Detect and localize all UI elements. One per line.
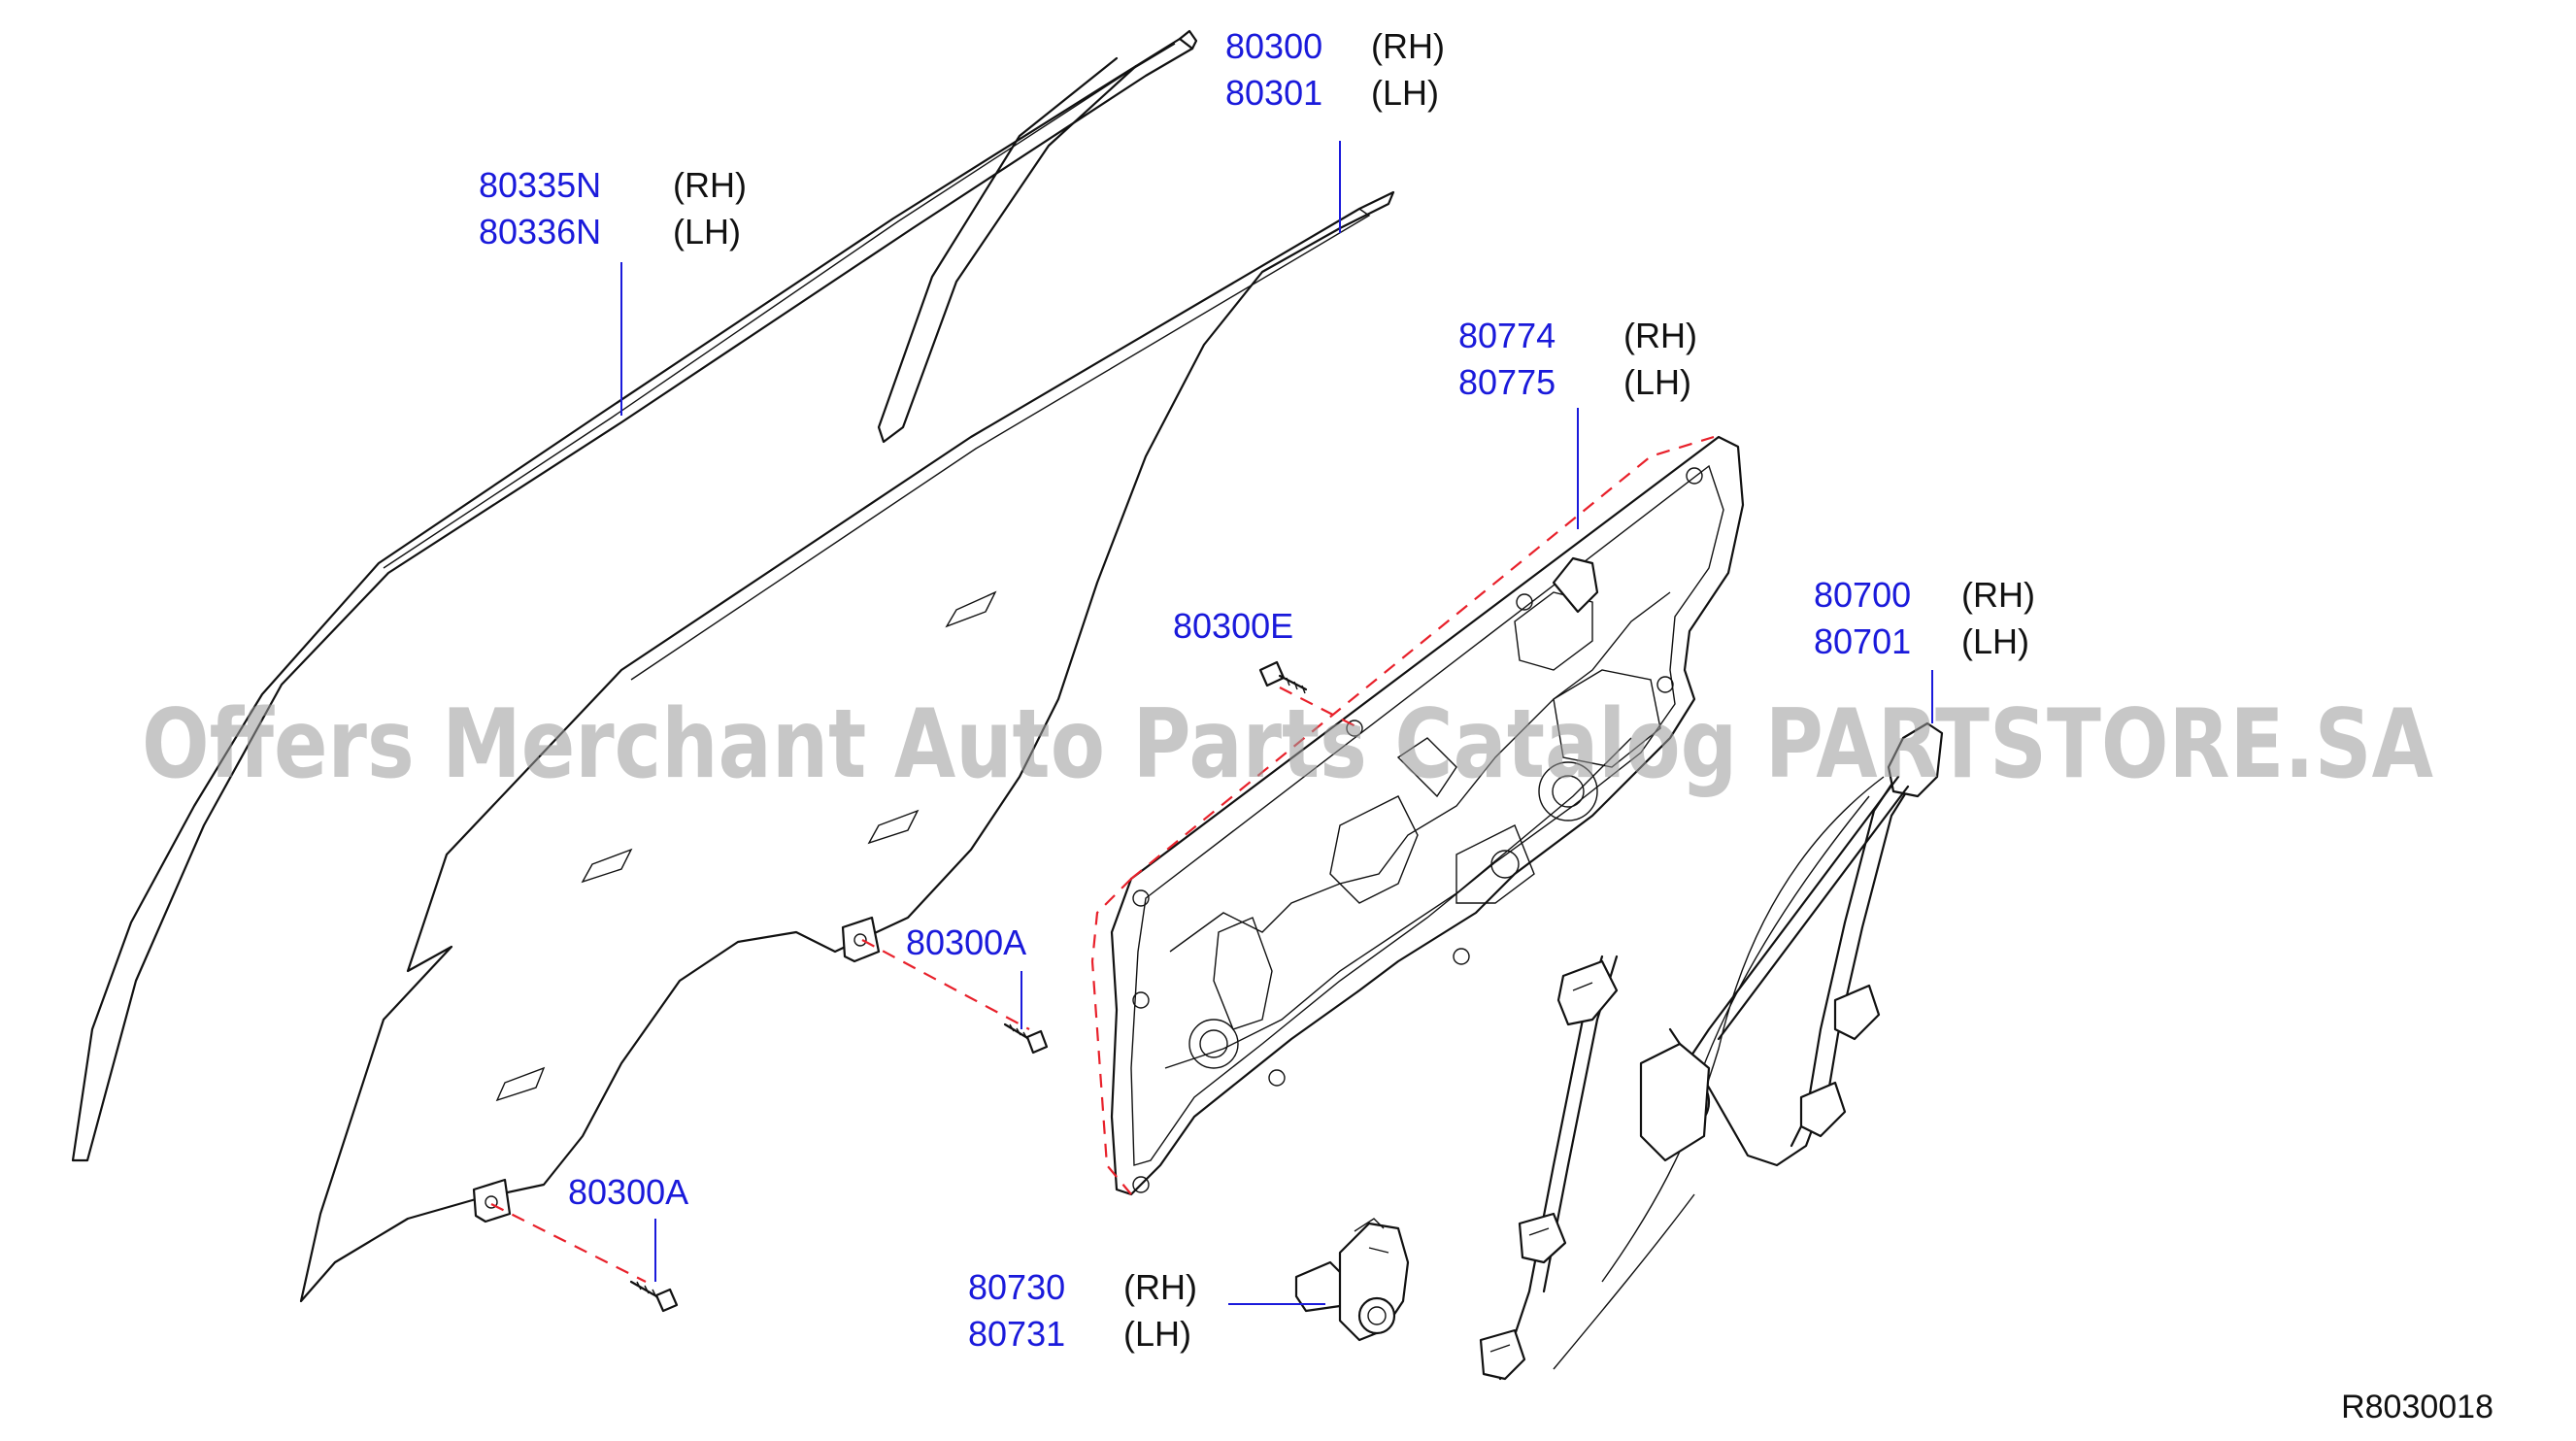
side-tag-rh: (RH) [1623, 316, 1697, 355]
side-tag-rh: (RH) [1371, 26, 1445, 66]
part-number-80336n: 80336N [479, 212, 601, 251]
side-tag-rh: (RH) [1961, 575, 2035, 615]
callout-module[interactable]: 80774 (RH) 80775 (LH) [1458, 316, 1697, 402]
part-number-80730: 80730 [968, 1267, 1065, 1307]
side-tag-lh: (LH) [1623, 362, 1691, 402]
leader-lines [620, 141, 1933, 1305]
side-tag-rh: (RH) [673, 165, 747, 205]
door-glass[interactable] [299, 190, 1395, 1303]
part-number-80775: 80775 [1458, 362, 1556, 402]
part-number-80300e: 80300E [1173, 606, 1293, 646]
side-tag-rh: (RH) [1123, 1267, 1197, 1307]
bolt-80300a-upper[interactable] [1003, 1022, 1049, 1055]
glass-run-channel[interactable] [71, 29, 1198, 1162]
callout-regulator[interactable]: 80700 (RH) 80701 (LH) [1814, 575, 2035, 661]
bolt-80300e[interactable] [1258, 660, 1308, 694]
part-number-80300: 80300 [1225, 26, 1322, 66]
part-number-80700: 80700 [1814, 575, 1911, 615]
callout-bolt-a-lower[interactable]: 80300A [568, 1172, 688, 1212]
door-module-panel[interactable] [1110, 435, 1745, 1196]
part-number-80300a: 80300A [568, 1172, 688, 1212]
callout-run-channel[interactable]: 80335N (RH) 80336N (LH) [479, 165, 747, 251]
callout-glass[interactable]: 80300 (RH) 80301 (LH) [1225, 26, 1445, 113]
assembly-connector-lines [490, 435, 1715, 1283]
part-number-80300a: 80300A [906, 922, 1026, 962]
callout-bolt-a-upper[interactable]: 80300A [906, 922, 1026, 962]
part-number-80335n: 80335N [479, 165, 601, 205]
window-motor[interactable] [1294, 1218, 1410, 1342]
side-tag-lh: (LH) [1371, 73, 1439, 113]
side-tag-lh: (LH) [1961, 621, 2029, 661]
part-number-80731: 80731 [968, 1314, 1065, 1354]
callout-motor[interactable]: 80730 (RH) 80731 (LH) [968, 1267, 1197, 1354]
part-number-80774: 80774 [1458, 316, 1556, 355]
callout-bolt-e[interactable]: 80300E [1173, 606, 1293, 646]
part-number-80301: 80301 [1225, 73, 1322, 113]
part-number-80701: 80701 [1814, 621, 1911, 661]
side-tag-lh: (LH) [1123, 1314, 1191, 1354]
bolt-80300a-lower[interactable] [629, 1280, 679, 1313]
diagram-reference: R8030018 [2341, 1389, 2493, 1425]
window-regulator[interactable] [1479, 721, 1944, 1381]
side-tag-lh: (LH) [673, 212, 741, 251]
watermark: Offers Merchant Auto Parts Catalog PARTS… [142, 689, 2433, 800]
